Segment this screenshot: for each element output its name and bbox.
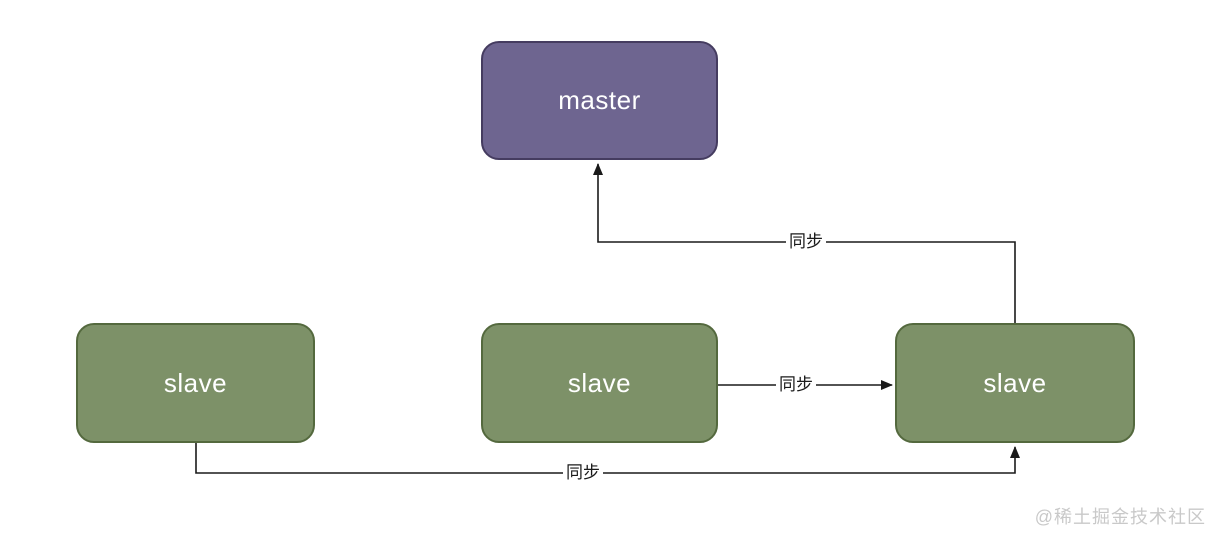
edge-label-sync-bottom: 同步 (563, 462, 603, 484)
node-master-label: master (558, 85, 641, 115)
edge-label-sync-middle: 同步 (776, 374, 816, 396)
node-slave-left: slave (76, 323, 315, 443)
watermark: @稀土掘金技术社区 (1034, 507, 1206, 527)
node-master: master (481, 41, 718, 160)
node-slave-right: slave (895, 323, 1135, 443)
node-slave-middle-label: slave (567, 367, 632, 398)
edge-slave-left-to-slave-right (195, 443, 1020, 474)
edge-label-sync-top: 同步 (786, 231, 826, 253)
node-slave-left-label: slave (163, 367, 228, 398)
node-slave-right-label: slave (983, 367, 1047, 398)
node-slave-middle: slave (481, 323, 718, 443)
